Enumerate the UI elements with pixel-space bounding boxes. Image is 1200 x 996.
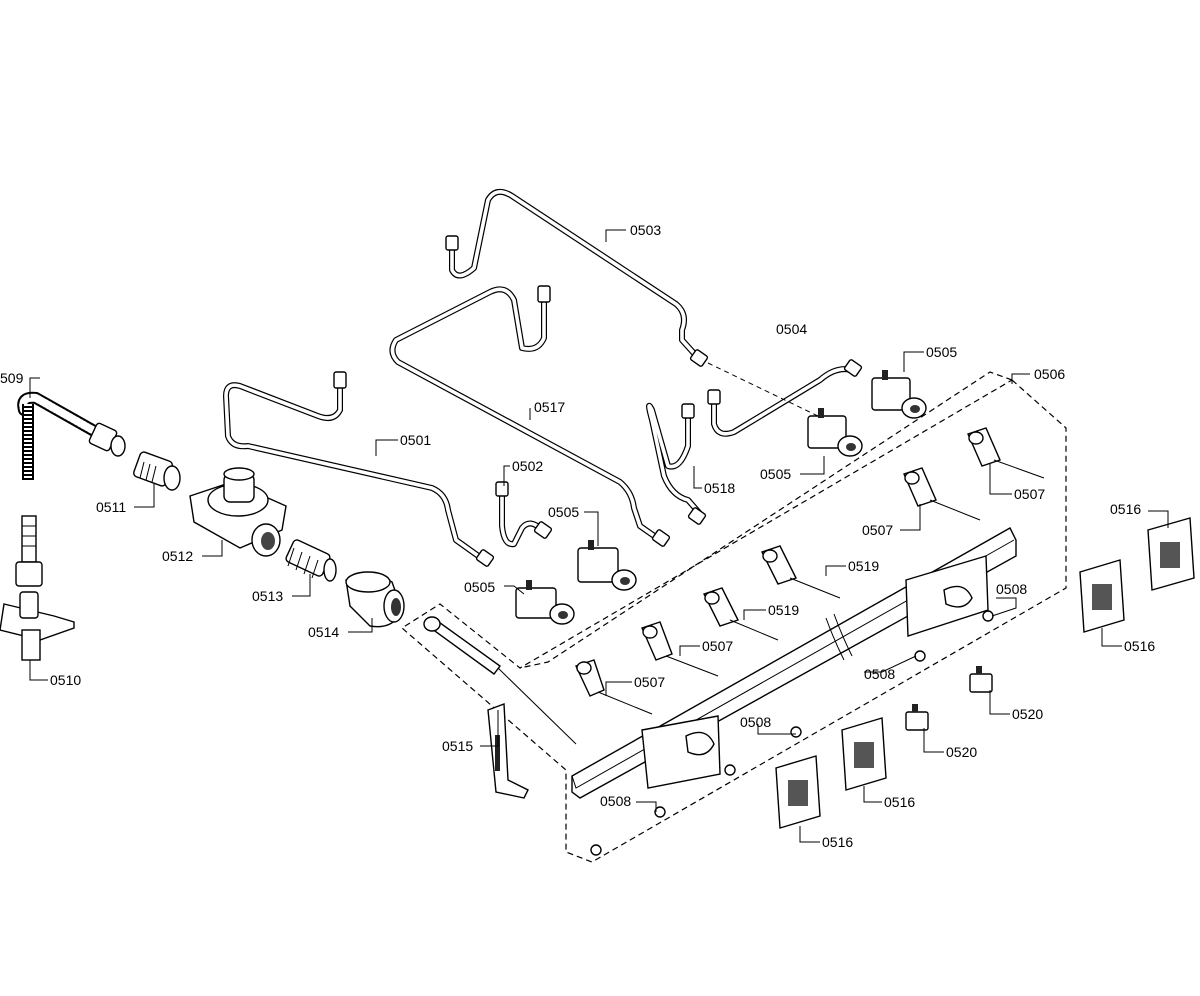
label-0518: 0518 <box>704 480 735 496</box>
label-0506: 0506 <box>1034 366 1065 382</box>
label-0505-d: 0505 <box>926 344 957 360</box>
label-0515: 0515 <box>442 738 473 754</box>
gas-tube-0503 <box>449 188 703 363</box>
label-0507-c: 0507 <box>862 522 893 538</box>
label-0516-a: 0516 <box>822 834 853 850</box>
leader-lines <box>29 229 1169 843</box>
burner-valve-0519-a <box>703 587 779 641</box>
burner-group-outline <box>400 379 1067 863</box>
label-0512: 0512 <box>162 548 193 564</box>
valve-0505-c <box>807 408 863 457</box>
gas-tube-0504 <box>711 366 855 437</box>
label-0519-b: 0519 <box>768 602 799 618</box>
terminal-0520-b <box>969 666 993 693</box>
valve-group-outline <box>519 371 1013 669</box>
gas-tube-0502 <box>499 489 545 548</box>
gas-tube-0518 <box>646 402 705 519</box>
elbow-fitting-0514 <box>345 571 405 628</box>
switch-0516-a <box>775 755 821 829</box>
label-0520-b: 0520 <box>946 744 977 760</box>
burner-valve-0507-a <box>575 659 653 715</box>
burner-valve-0507-b <box>641 621 719 677</box>
label-0507-a: 0507 <box>634 674 665 690</box>
nipple-fitting-0513 <box>285 539 337 582</box>
gas-manifold <box>571 527 1017 799</box>
shutoff-valve-0510 <box>0 591 75 661</box>
label-0507-d: 0507 <box>1014 486 1045 502</box>
label-0508-b: 0508 <box>740 714 771 730</box>
tube-fittings <box>333 235 863 567</box>
burner-valve-0507-d <box>967 427 1045 479</box>
valve-0505-a <box>515 580 575 625</box>
label-0501: 0501 <box>400 432 431 448</box>
label-0513: 0513 <box>252 588 283 604</box>
gas-tube-0517 <box>389 286 663 543</box>
label-0505-c: 0505 <box>760 466 791 482</box>
label-0505-b: 0505 <box>548 504 579 520</box>
label-0509: 509 <box>0 370 24 386</box>
label-0503: 0503 <box>630 222 661 238</box>
switch-0516-d <box>1147 517 1195 591</box>
switch-0516-b <box>841 717 887 791</box>
label-0505-a: 0505 <box>464 579 495 595</box>
label-0504: 0504 <box>776 321 807 337</box>
flex-gas-line-509 <box>15 391 126 587</box>
label-0519-a: 0519 <box>848 558 879 574</box>
pressure-regulator-0512 <box>189 467 287 557</box>
label-0508-a: 0508 <box>600 793 631 809</box>
label-0517: 0517 <box>534 399 565 415</box>
label-0508-d: 0508 <box>996 581 1027 597</box>
valve-0505-b <box>577 540 637 591</box>
terminal-0520-a <box>905 704 929 731</box>
label-0516-d: 0516 <box>1110 501 1141 517</box>
label-0507-b: 0507 <box>702 638 733 654</box>
label-0510: 0510 <box>50 672 81 688</box>
label-0516-c: 0516 <box>1124 638 1155 654</box>
burner-valve-0507-c <box>903 467 981 521</box>
label-0511: 0511 <box>96 499 126 515</box>
label-0520-a: 0520 <box>1012 706 1043 722</box>
label-0516-b: 0516 <box>884 794 915 810</box>
inlet-pipe-0515 <box>423 616 577 799</box>
union-fitting-0511 <box>133 451 181 491</box>
label-0502: 0502 <box>512 458 543 474</box>
valve-0505-d <box>871 370 927 419</box>
gas-tube-0501 <box>223 382 487 563</box>
label-0514: 0514 <box>308 624 339 640</box>
burner-valve-0519-b <box>761 545 841 599</box>
switch-0516-c <box>1079 559 1125 633</box>
label-0508-c: 0508 <box>864 666 895 682</box>
part-labels: 509 0510 0511 0512 0513 0514 0515 0501 0… <box>0 222 1155 850</box>
